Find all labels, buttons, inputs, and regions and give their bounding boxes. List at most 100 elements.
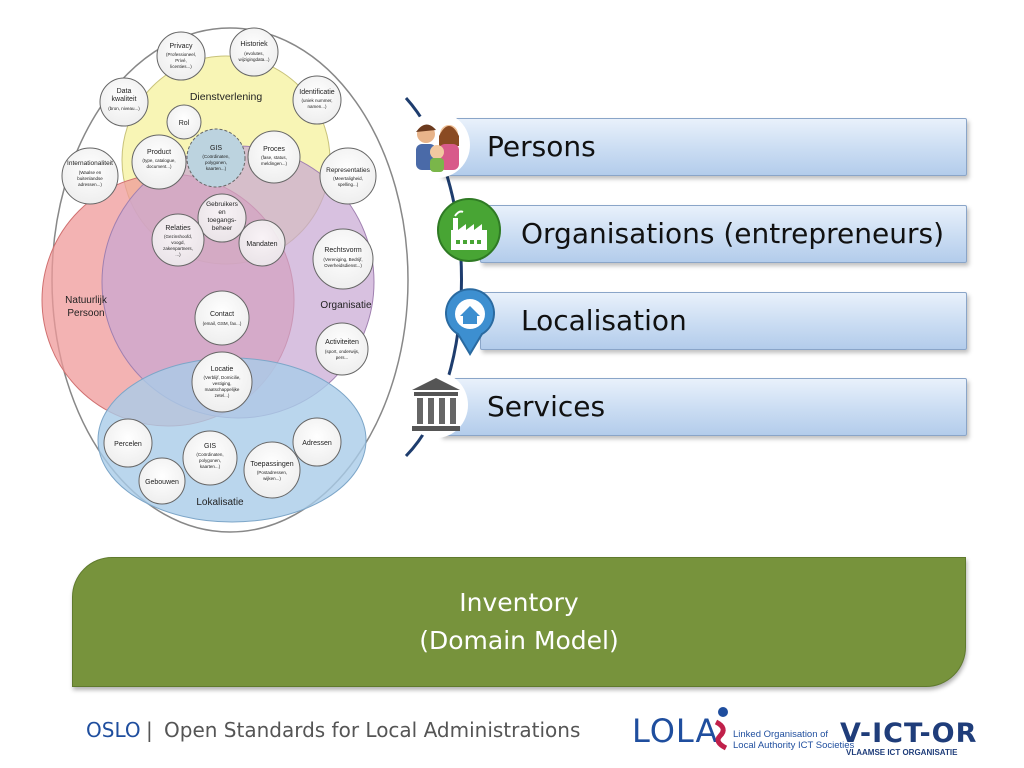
svg-text:(Postadressen,: (Postadressen, xyxy=(257,470,287,475)
historiek-node: Historiek (evolutes, wijzigingdata...) xyxy=(229,27,279,77)
svg-text:Historiek: Historiek xyxy=(240,41,268,48)
svg-text:Gebouwen: Gebouwen xyxy=(145,479,179,486)
persons-label: Persons xyxy=(487,130,596,163)
svg-text:document...): document...) xyxy=(146,164,172,169)
svg-text:Contact: Contact xyxy=(210,311,234,318)
lola-subtitle-1: Linked Organisation of xyxy=(733,729,829,740)
victor-logo-subtitle: VLAAMSE ICT ORGANISATIE xyxy=(846,748,958,757)
oslo-label: OSLO xyxy=(86,718,141,742)
svg-text:(Vereniging, Bedrijf,: (Vereniging, Bedrijf, xyxy=(323,257,362,262)
persons-bar: Persons xyxy=(440,118,967,176)
adressen-node: Adressen xyxy=(292,417,342,467)
svg-text:(email, GSM, fax...): (email, GSM, fax...) xyxy=(203,321,242,326)
svg-text:(Meertaligheid,: (Meertaligheid, xyxy=(333,176,363,181)
svg-text:(uniek nummer,: (uniek nummer, xyxy=(301,98,332,103)
locatie-node: Locatie (Verblijf, Domicilie, vestiging,… xyxy=(191,351,253,413)
svg-text:zetel...): zetel...) xyxy=(215,393,230,398)
svg-text:Product: Product xyxy=(147,149,171,156)
svg-text:Adressen: Adressen xyxy=(302,440,332,447)
government-building-icon xyxy=(404,372,468,438)
lola-subtitle-2: Local Authority ICT Societies xyxy=(733,740,855,751)
gebruikers-node: Gebruikers en toegangs- beheer xyxy=(197,193,247,243)
svg-text:polygonen,: polygonen, xyxy=(205,160,227,165)
svg-text:Data: Data xyxy=(117,88,132,95)
rol-node: Rol xyxy=(166,104,202,140)
gebouwen-node: Gebouwen xyxy=(138,457,186,505)
svg-text:Activiteiten: Activiteiten xyxy=(325,339,359,346)
lola-logo-text: LOLA xyxy=(632,712,719,750)
percelen-node: Percelen xyxy=(103,418,153,468)
svg-text:Locatie: Locatie xyxy=(211,366,234,373)
svg-text:Identificatie: Identificatie xyxy=(299,89,335,96)
svg-text:namen...): namen...) xyxy=(307,104,327,109)
svg-text:(Gezinshoofd,: (Gezinshoofd, xyxy=(164,234,192,239)
svg-text:Internationaliteit: Internationaliteit xyxy=(67,160,113,167)
family-icon xyxy=(404,112,470,178)
svg-text:(Verblijf, Domicilie,: (Verblijf, Domicilie, xyxy=(203,375,240,380)
organisations-bar: Organisations (entrepreneurs) xyxy=(480,205,967,263)
gis-bottom-node: GIS (Coördinaten, polygonen, kaarten...) xyxy=(182,430,238,486)
svg-text:...): ...) xyxy=(175,252,181,257)
svg-text:wijzigingdata...): wijzigingdata...) xyxy=(238,57,270,62)
natuurlijk-persoon-label-1: Natuurlijk xyxy=(65,295,108,306)
privacy-node: Privacy (Professioneel, Privé, licenties… xyxy=(156,31,206,81)
svg-text:(type, catalogue,: (type, catalogue, xyxy=(142,158,175,163)
inventory-subtitle: (Domain Model) xyxy=(419,626,619,655)
localisation-bar: Localisation xyxy=(480,292,967,350)
svg-text:kaarten...): kaarten...) xyxy=(200,464,221,469)
svg-text:Mandaten: Mandaten xyxy=(246,241,277,248)
svg-text:(Professioneel,: (Professioneel, xyxy=(166,52,196,57)
services-label: Services xyxy=(487,390,606,423)
inventory-box: Inventory (Domain Model) xyxy=(72,557,966,687)
svg-text:pers...: pers... xyxy=(336,355,349,360)
svg-text:wijken...): wijken...) xyxy=(263,476,281,481)
lokalisatie-label: Lokalisatie xyxy=(196,497,244,508)
map-pin-house-icon xyxy=(440,286,500,356)
svg-text:Rol: Rol xyxy=(179,120,190,127)
svg-text:Percelen: Percelen xyxy=(114,441,142,448)
svg-text:Toepassingen: Toepassingen xyxy=(250,461,293,468)
product-node: Product (type, catalogue, document...) xyxy=(131,134,187,190)
svg-text:spelling...): spelling...) xyxy=(338,182,359,187)
svg-text:adressen...): adressen...) xyxy=(78,182,102,187)
victor-logo-text: V-ICT-OR xyxy=(840,718,978,749)
contact-node: Contact (email, GSM, fax...) xyxy=(194,290,250,346)
natuurlijk-persoon-label-2: Persoon xyxy=(67,308,104,319)
organisatie-label: Organisatie xyxy=(320,300,372,311)
svg-text:beheer: beheer xyxy=(212,225,233,232)
svg-text:kaarten...): kaarten...) xyxy=(206,166,227,171)
svg-text:buitenlandse: buitenlandse xyxy=(77,176,103,181)
services-bar: Services xyxy=(440,378,967,436)
svg-text:meldingen...): meldingen...) xyxy=(261,161,288,166)
representaties-node: Representaties (Meertaligheid, spelling.… xyxy=(319,147,377,205)
svg-text:Proces: Proces xyxy=(263,146,285,153)
svg-text:polygonen,: polygonen, xyxy=(199,458,221,463)
svg-text:vestiging,: vestiging, xyxy=(212,381,231,386)
svg-text:kwaliteit: kwaliteit xyxy=(112,96,137,103)
svg-text:GIS: GIS xyxy=(204,443,216,450)
svg-text:Rechtsvorm: Rechtsvorm xyxy=(324,247,362,254)
svg-text:toegangs-: toegangs- xyxy=(208,217,237,224)
internationaliteit-node: Internationaliteit (Waalse en buitenland… xyxy=(61,147,119,205)
svg-text:(Waalse en: (Waalse en xyxy=(79,170,102,175)
footer-subtitle: Open Standards for Local Administrations xyxy=(164,718,581,742)
dienstverlening-label: Dienstverlening xyxy=(190,91,263,103)
activiteiten-node: Activiteiten (sport, onderwijs, pers... xyxy=(315,322,369,376)
svg-text:zakenpartners,: zakenpartners, xyxy=(163,246,193,251)
svg-text:voogd,: voogd, xyxy=(171,240,185,245)
data-kwaliteit-node: Data kwaliteit (bron, niveau...) xyxy=(99,77,149,127)
identificatie-node: Identificatie (uniek nummer, namen...) xyxy=(292,75,342,125)
svg-text:(Coördinaten,: (Coördinaten, xyxy=(202,154,229,159)
svg-text:Gebruikers: Gebruikers xyxy=(206,201,239,208)
localisation-label: Localisation xyxy=(521,304,687,337)
svg-text:Relaties: Relaties xyxy=(165,225,191,232)
toepassingen-node: Toepassingen (Postadressen, wijken...) xyxy=(243,441,301,499)
svg-text:Privacy: Privacy xyxy=(170,43,193,50)
svg-text:Overheidsdienst...): Overheidsdienst...) xyxy=(324,263,362,268)
factory-icon xyxy=(437,198,501,262)
organisations-label: Organisations (entrepreneurs) xyxy=(521,217,945,250)
svg-text:licenties...): licenties...) xyxy=(170,64,192,69)
svg-text:Representaties: Representaties xyxy=(326,167,370,174)
lola-logo-icon xyxy=(712,706,734,752)
